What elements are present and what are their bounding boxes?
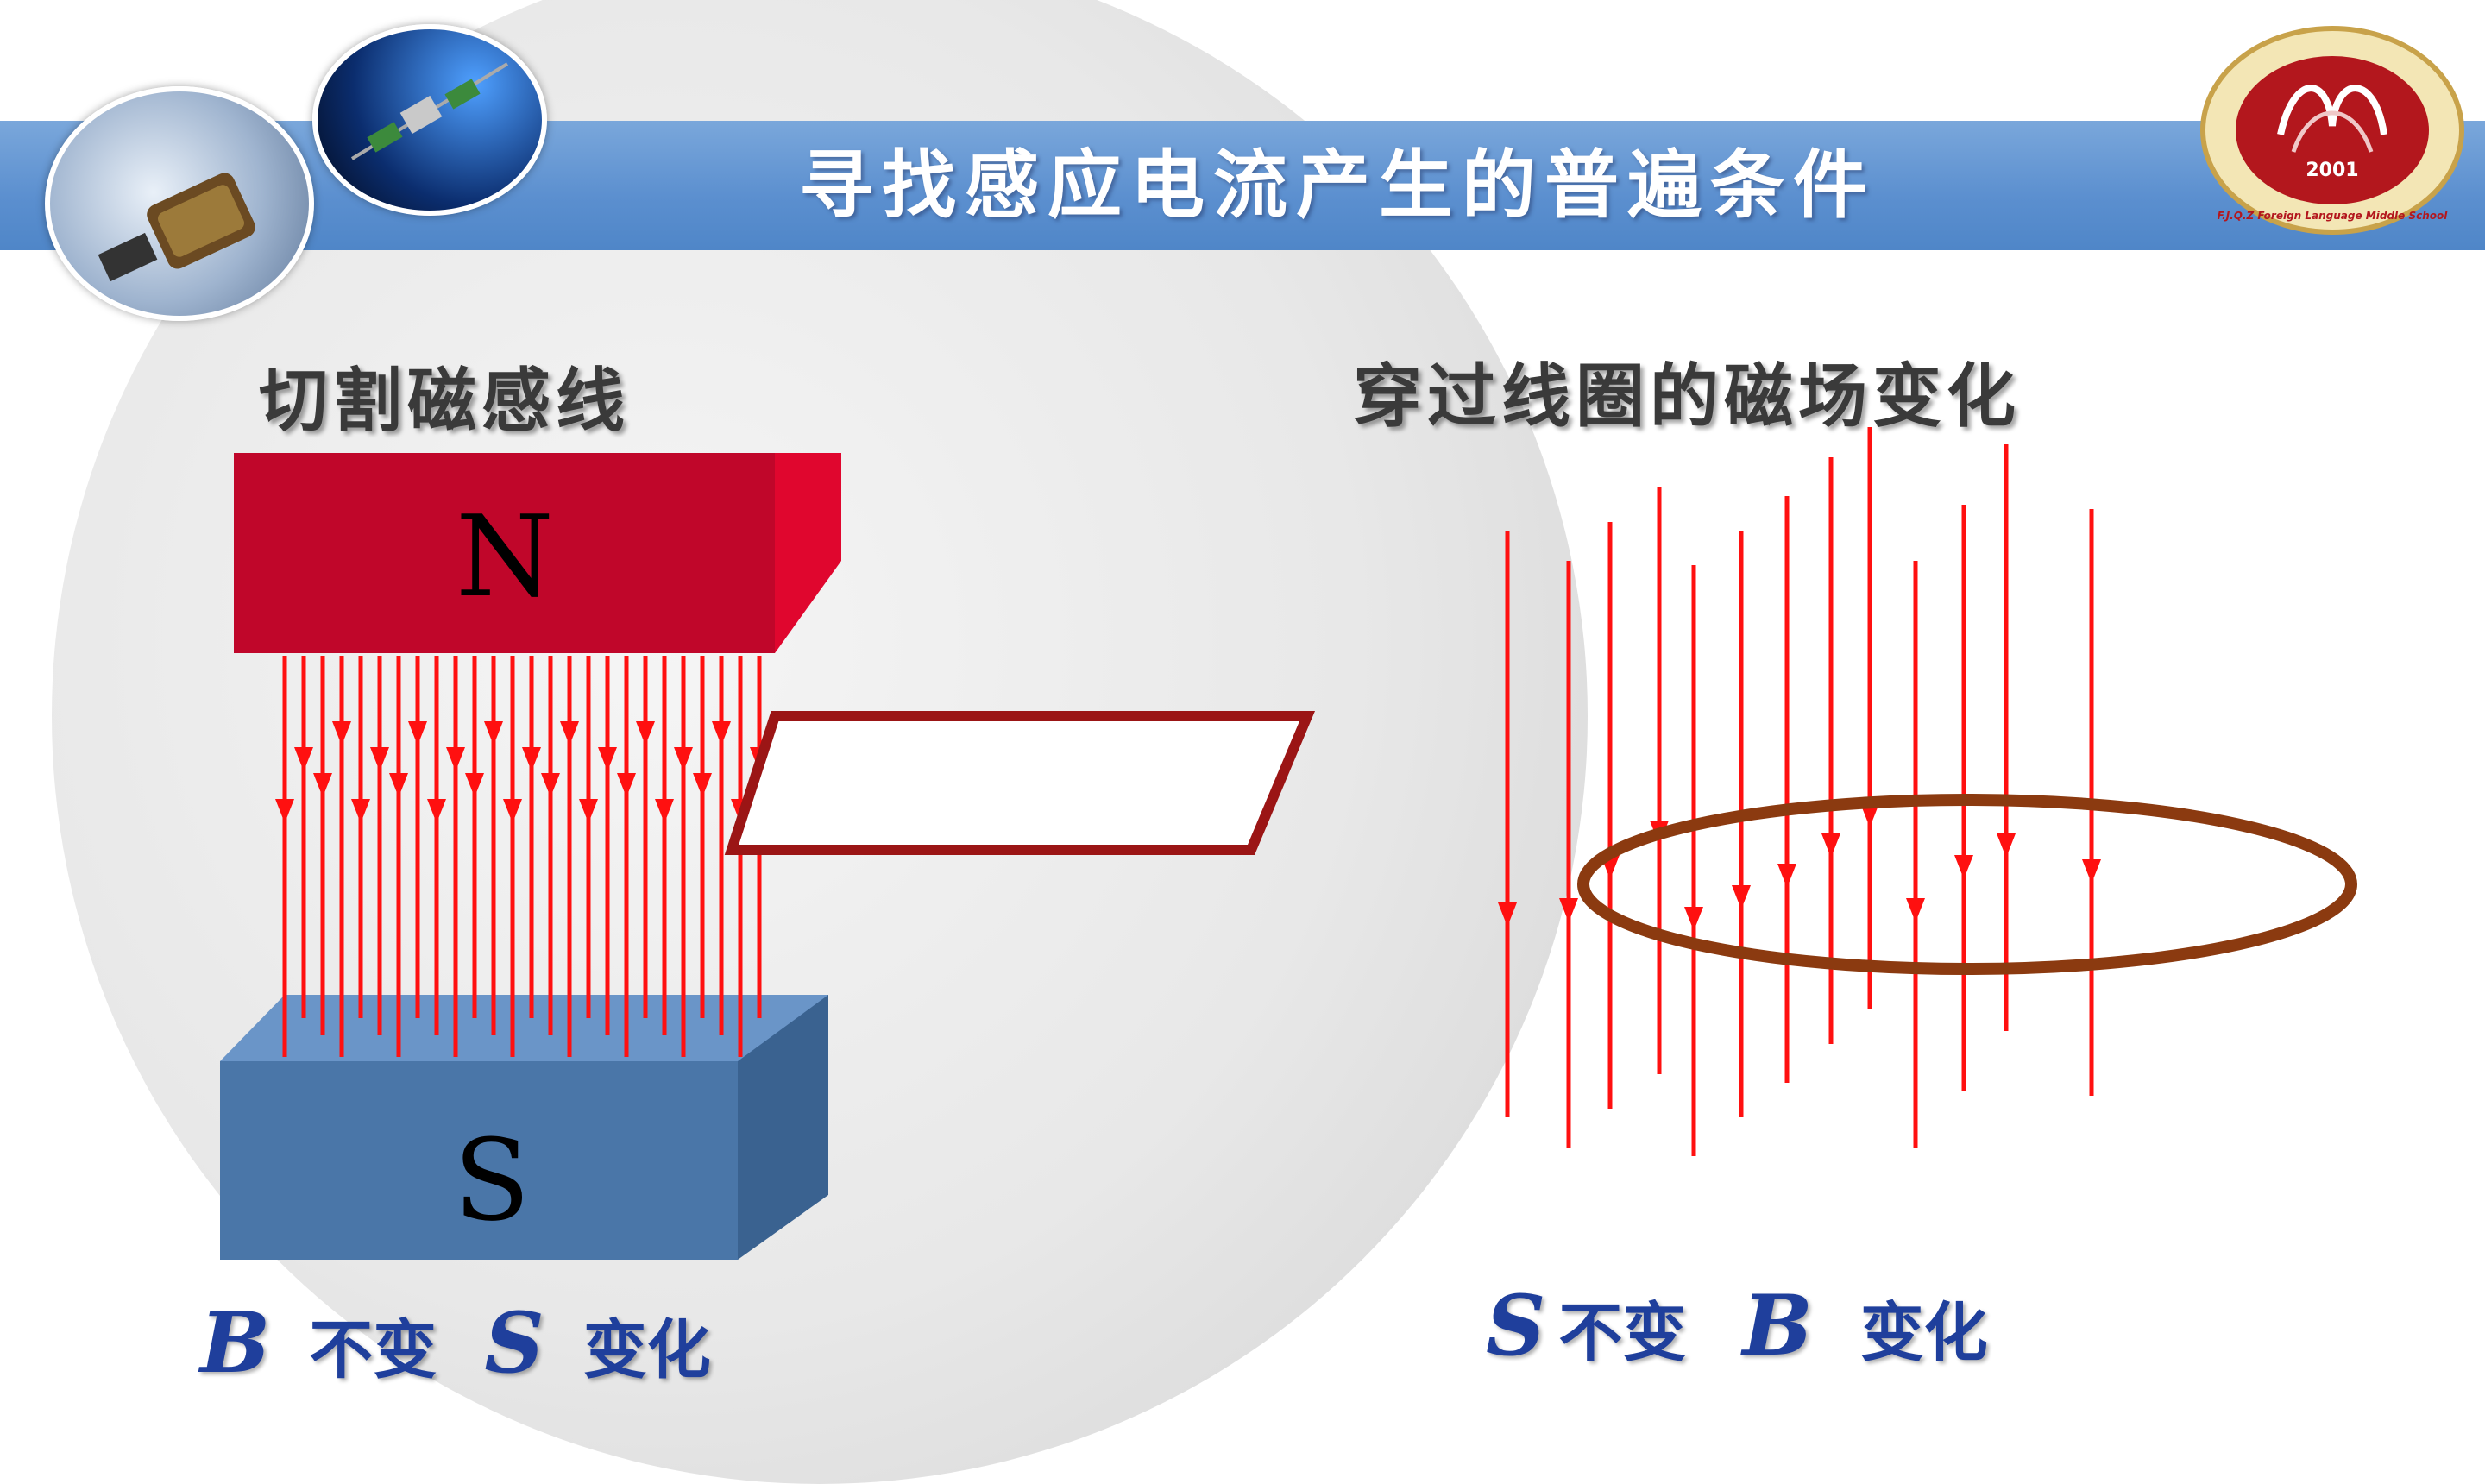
south-pole-magnet <box>220 1061 738 1260</box>
field-arrow <box>313 773 332 797</box>
right-field-lines-back <box>1498 427 2101 1156</box>
field-arrow <box>636 721 655 745</box>
north-pole-magnet <box>234 453 775 653</box>
field-arrow <box>275 799 294 823</box>
induction-diagram: N S <box>220 427 2357 1260</box>
field-arrow <box>503 799 522 823</box>
caption-s: S <box>1486 1277 1546 1374</box>
field-arrow <box>351 799 370 823</box>
field-arrow <box>2082 859 2101 883</box>
field-arrow <box>617 773 636 797</box>
caption-changed: 变化 <box>1859 1296 1988 1370</box>
caption-s: S <box>484 1294 544 1392</box>
field-arrow <box>1821 833 1840 858</box>
slide-title: 寻找感应电流产生的普遍条件 <box>799 142 1876 229</box>
field-arrow <box>446 747 465 771</box>
north-pole-side <box>775 453 841 653</box>
coil-loop <box>1577 794 2357 975</box>
field-arrow <box>1954 855 1973 879</box>
logo-year: 2001 <box>2306 160 2358 181</box>
field-arrow <box>408 721 427 745</box>
right-caption: S 不变 B 变化 <box>1486 1277 1988 1374</box>
left-caption: B 不变 S 变化 <box>200 1294 711 1392</box>
field-arrow <box>427 799 446 823</box>
field-arrow <box>1906 898 1925 922</box>
field-arrow <box>389 773 408 797</box>
left-heading: 切割磁感线 <box>259 361 630 441</box>
school-logo: 2001 F.J.Q.Z Foreign Language Middle Sch… <box>2200 26 2464 235</box>
caption-b: B <box>200 1294 271 1392</box>
right-heading: 穿过线圈的磁场变化 <box>1353 356 2021 437</box>
field-arrow <box>693 773 712 797</box>
field-arrow <box>1684 907 1703 931</box>
field-arrow <box>1997 833 2016 858</box>
field-arrow <box>484 721 503 745</box>
south-pole-top <box>220 995 828 1061</box>
field-arrow <box>370 747 389 771</box>
field-arrow <box>598 747 617 771</box>
field-arrow <box>541 773 560 797</box>
satellite-photo-right <box>312 24 547 216</box>
field-arrow <box>1860 803 1879 827</box>
field-arrow <box>655 799 674 823</box>
field-arrow <box>674 747 693 771</box>
field-arrow <box>332 721 351 745</box>
logo-ring-text: F.J.Q.Z Foreign Language Middle School <box>2218 210 2449 222</box>
caption-b: B <box>1742 1277 1813 1374</box>
field-arrow <box>560 721 579 745</box>
field-arrow <box>1777 864 1796 888</box>
field-arrow <box>522 747 541 771</box>
conductor-frame <box>724 711 1316 855</box>
field-arrow <box>1498 902 1517 927</box>
caption-unchanged: 不变 <box>1558 1296 1687 1370</box>
field-arrow <box>579 799 598 823</box>
satellite-photo-left <box>45 86 314 321</box>
south-pole-side <box>738 995 828 1260</box>
field-arrow <box>1559 898 1578 922</box>
north-pole-label: N <box>456 491 554 622</box>
field-arrow <box>465 773 484 797</box>
caption-changed: 变化 <box>582 1313 711 1387</box>
field-arrow <box>294 747 313 771</box>
caption-unchanged: 不变 <box>309 1313 437 1387</box>
south-pole-label: S <box>453 1115 530 1246</box>
field-arrow <box>712 721 731 745</box>
field-arrow <box>1732 885 1751 909</box>
left-field-lines <box>275 656 769 1057</box>
